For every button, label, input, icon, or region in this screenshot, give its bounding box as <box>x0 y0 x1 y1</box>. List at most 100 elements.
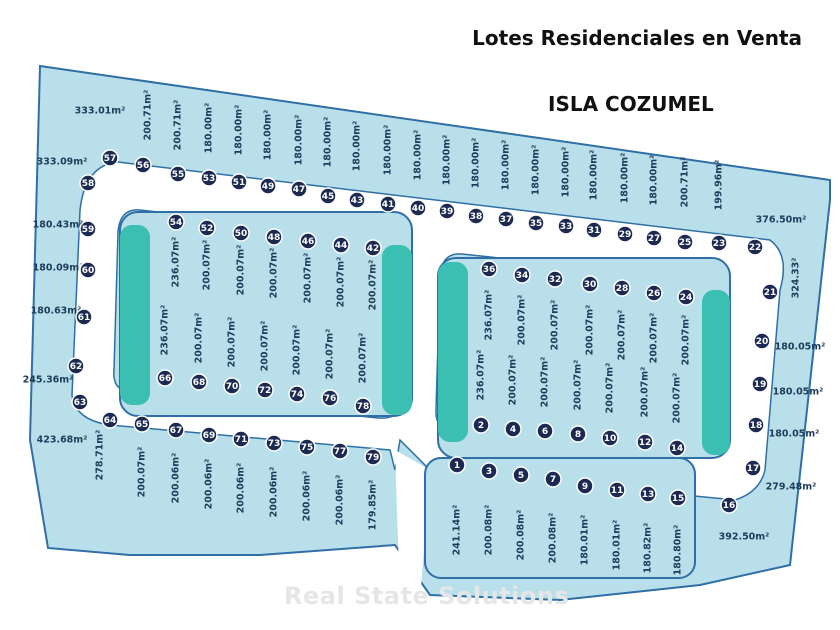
lot-number-marker[interactable]: 49 <box>259 177 277 195</box>
lot-number-marker[interactable]: 75 <box>298 438 316 456</box>
lot-number-marker[interactable]: 41 <box>379 195 397 213</box>
lot-number-marker[interactable]: 70 <box>223 377 241 395</box>
lot-number-marker[interactable]: 44 <box>332 236 350 254</box>
lot-number-marker[interactable]: 12 <box>636 433 654 451</box>
lot-number-marker[interactable]: 51 <box>230 173 248 191</box>
lot-number-marker[interactable]: 40 <box>409 199 427 217</box>
lot-number-marker[interactable]: 13 <box>639 485 657 503</box>
lot-number-marker[interactable]: 74 <box>288 385 306 403</box>
lot-number-marker[interactable]: 60 <box>79 261 97 279</box>
lot-number-marker[interactable]: 79 <box>364 448 382 466</box>
lot-number-marker[interactable]: 38 <box>467 207 485 225</box>
lot-number-marker[interactable]: 3 <box>480 462 498 480</box>
lot-number-marker[interactable]: 72 <box>256 381 274 399</box>
lot-number-marker[interactable]: 28 <box>613 279 631 297</box>
lot-number-marker[interactable]: 16 <box>720 496 738 514</box>
lot-number-marker[interactable]: 25 <box>676 233 694 251</box>
lot-number-marker[interactable]: 55 <box>169 165 187 183</box>
lot-number-marker[interactable]: 17 <box>744 459 762 477</box>
lot-number-marker[interactable]: 35 <box>527 214 545 232</box>
lot-number-marker[interactable]: 57 <box>101 149 119 167</box>
lot-number-marker[interactable]: 10 <box>601 429 619 447</box>
lot-number-marker[interactable]: 37 <box>497 210 515 228</box>
lot-number-marker[interactable]: 68 <box>190 373 208 391</box>
lot-number-marker[interactable]: 23 <box>710 234 728 252</box>
lot-number-marker[interactable]: 4 <box>504 420 522 438</box>
lot-number-marker[interactable]: 59 <box>79 220 97 238</box>
lot-number-marker[interactable]: 52 <box>198 219 216 237</box>
lot-number-marker[interactable]: 31 <box>585 221 603 239</box>
lot-number-marker[interactable]: 48 <box>265 228 283 246</box>
lot-number-marker[interactable]: 19 <box>751 375 769 393</box>
lot-number-marker[interactable]: 42 <box>364 239 382 257</box>
lot-number-marker[interactable]: 27 <box>645 229 663 247</box>
lot-number-marker[interactable]: 50 <box>232 224 250 242</box>
lot-number-marker[interactable]: 33 <box>557 217 575 235</box>
lot-number-marker[interactable]: 22 <box>746 238 764 256</box>
lot-number-marker[interactable]: 8 <box>569 425 587 443</box>
lot-number-marker[interactable]: 69 <box>200 426 218 444</box>
lot-number-marker[interactable]: 54 <box>167 213 185 231</box>
lot-number-marker[interactable]: 76 <box>321 389 339 407</box>
lot-number-marker[interactable]: 15 <box>669 489 687 507</box>
lot-number-marker[interactable]: 2 <box>472 416 490 434</box>
lot-number-marker[interactable]: 71 <box>232 430 250 448</box>
lot-number-marker[interactable]: 78 <box>354 397 372 415</box>
lot-number-marker[interactable]: 62 <box>67 357 85 375</box>
lot-number-marker[interactable]: 63 <box>71 393 89 411</box>
lot-number-marker[interactable]: 67 <box>167 421 185 439</box>
